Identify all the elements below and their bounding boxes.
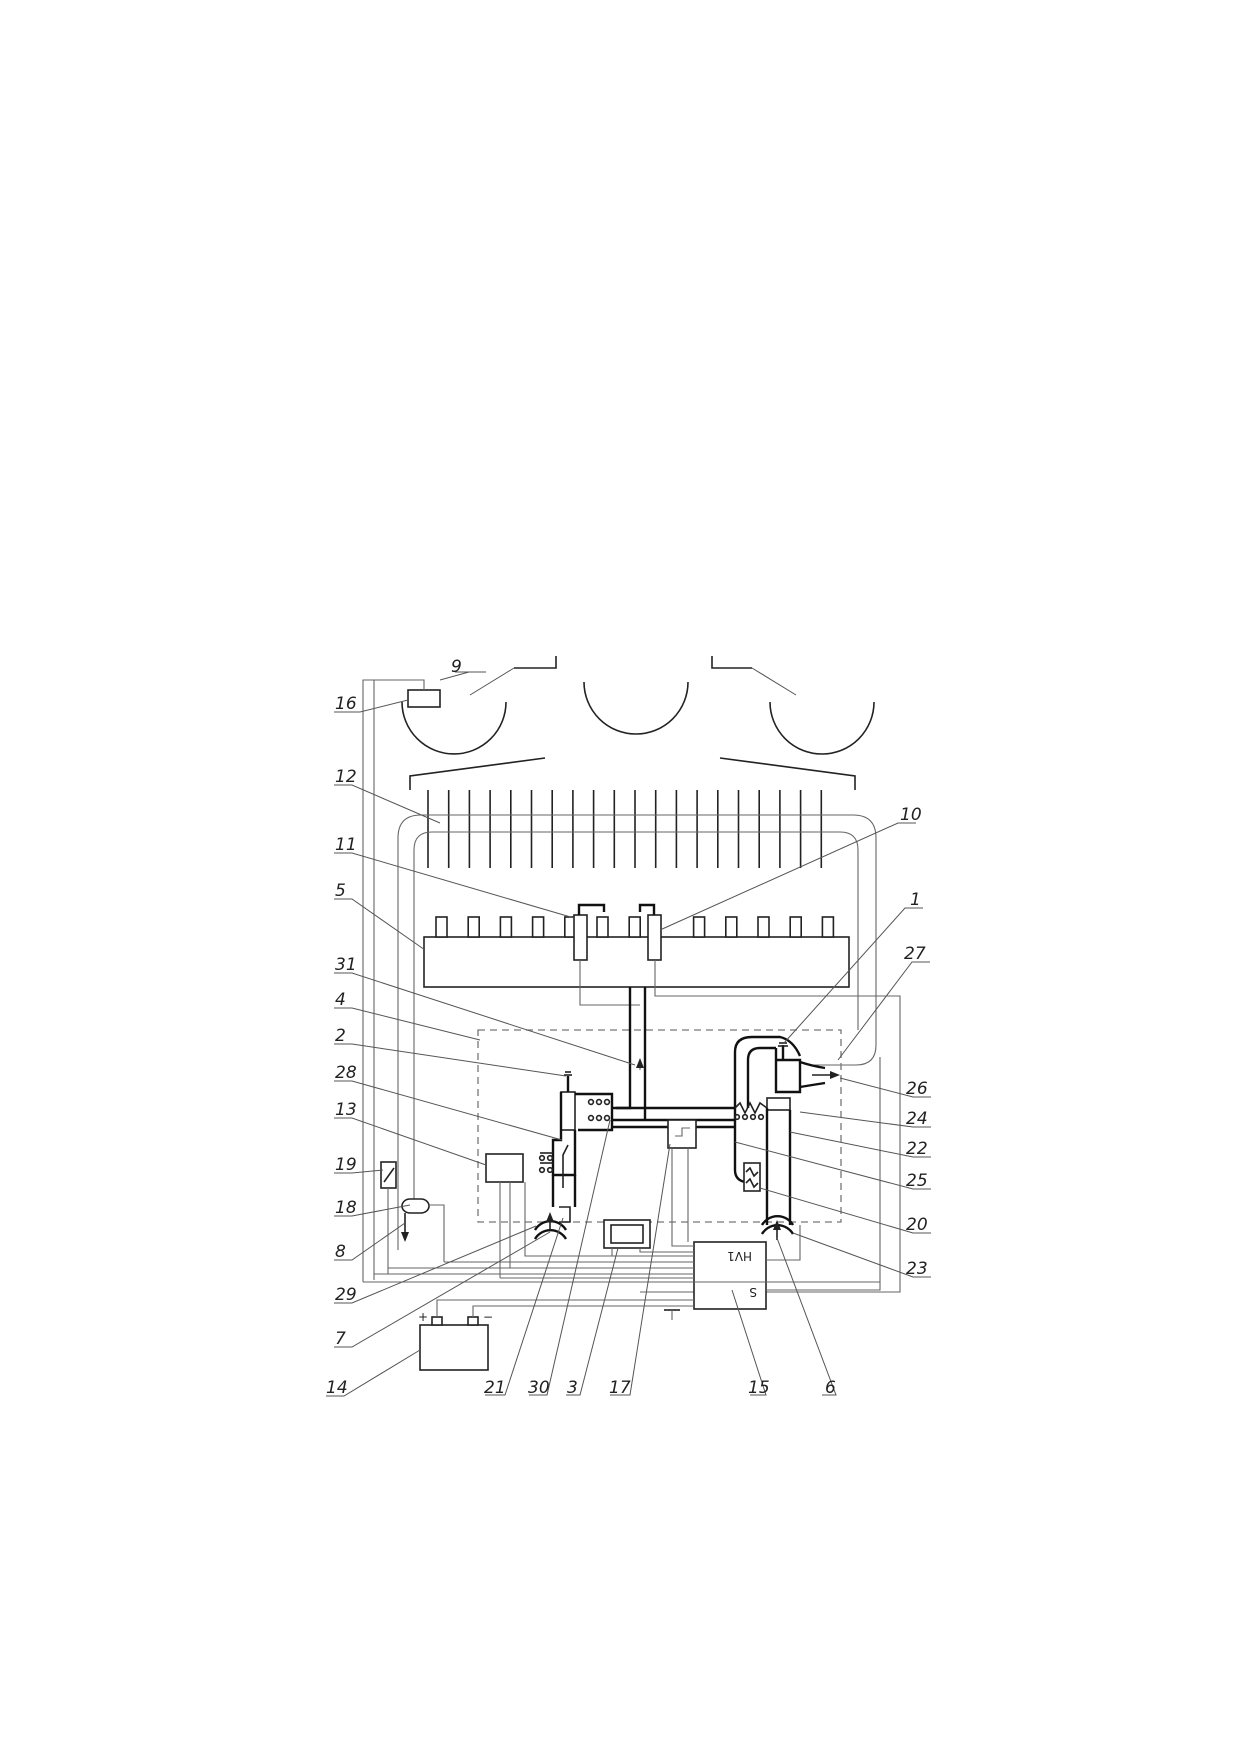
label-1: 1 xyxy=(910,890,921,910)
label-2: 2 xyxy=(335,1026,346,1046)
label-21: 21 xyxy=(484,1378,506,1398)
indicator-3 xyxy=(603,1219,651,1249)
valve-assembly-right xyxy=(733,1035,840,1240)
label-4: 4 xyxy=(335,990,346,1010)
label-26: 26 xyxy=(906,1079,928,1099)
switch-19 xyxy=(380,1161,397,1189)
label-27: 27 xyxy=(904,944,926,964)
electrode-11 xyxy=(573,903,640,1006)
label-19: 19 xyxy=(335,1155,357,1175)
wiring-bundle xyxy=(363,679,881,1291)
radiator-arcs xyxy=(401,656,875,755)
burner-5 xyxy=(423,916,850,988)
label-18: 18 xyxy=(335,1198,357,1218)
battery-14: + − xyxy=(418,1299,694,1371)
label-20: 20 xyxy=(906,1215,928,1235)
label-25: 25 xyxy=(906,1171,928,1191)
burner-nozzle xyxy=(499,916,513,938)
controller-15: HV1 S xyxy=(664,1241,767,1320)
label-6: 6 xyxy=(825,1378,836,1398)
label-12: 12 xyxy=(335,767,357,787)
controller-mark-top: HV1 xyxy=(727,1249,752,1263)
burner-nozzle xyxy=(628,916,642,938)
label-10: 10 xyxy=(900,805,922,825)
label-31: 31 xyxy=(335,955,357,975)
gas-channels xyxy=(612,987,735,1129)
burner-nozzle xyxy=(531,916,545,938)
cooling-fins xyxy=(427,790,823,868)
label-23: 23 xyxy=(906,1259,928,1279)
module-13 xyxy=(485,1153,524,1183)
burner-nozzle xyxy=(692,916,706,938)
label-30: 30 xyxy=(528,1378,550,1398)
fin-bracket xyxy=(409,757,856,790)
burner-nozzle xyxy=(467,916,481,938)
label-15: 15 xyxy=(748,1378,770,1398)
burner-nozzle xyxy=(596,916,609,938)
battery-minus: − xyxy=(483,1310,493,1324)
controller-mark-bottom: S xyxy=(749,1285,757,1299)
leader-lines xyxy=(326,671,931,1397)
label-7: 7 xyxy=(335,1329,346,1349)
label-28: 28 xyxy=(335,1063,357,1083)
outer-loop xyxy=(397,814,877,1250)
burner-nozzle xyxy=(435,916,448,938)
label-3: 3 xyxy=(567,1378,578,1398)
label-16: 16 xyxy=(335,694,357,714)
burner-nozzle xyxy=(724,916,738,938)
label-9: 9 xyxy=(451,657,462,677)
label-17: 17 xyxy=(609,1378,631,1398)
control-unit-4 xyxy=(477,1029,842,1223)
label-8: 8 xyxy=(335,1242,346,1262)
label-13: 13 xyxy=(335,1100,357,1120)
burner-nozzle xyxy=(821,916,835,938)
number-labels: 9 16 12 11 5 31 4 2 28 13 19 18 8 29 7 1… xyxy=(326,657,928,1398)
label-14: 14 xyxy=(326,1378,348,1398)
label-11: 11 xyxy=(335,835,357,855)
inner-loop xyxy=(413,831,859,1200)
label-24: 24 xyxy=(906,1109,928,1129)
label-29: 29 xyxy=(335,1285,357,1305)
battery-plus: + xyxy=(418,1310,428,1324)
sensor-17 xyxy=(667,1119,697,1149)
label-5: 5 xyxy=(335,881,346,901)
burner-nozzle xyxy=(789,916,803,938)
electrode-10 xyxy=(638,903,901,1293)
lamp-18 xyxy=(401,1198,445,1262)
burner-nozzle xyxy=(757,916,770,938)
label-22: 22 xyxy=(906,1139,928,1159)
valve-assembly-left xyxy=(533,1071,614,1240)
